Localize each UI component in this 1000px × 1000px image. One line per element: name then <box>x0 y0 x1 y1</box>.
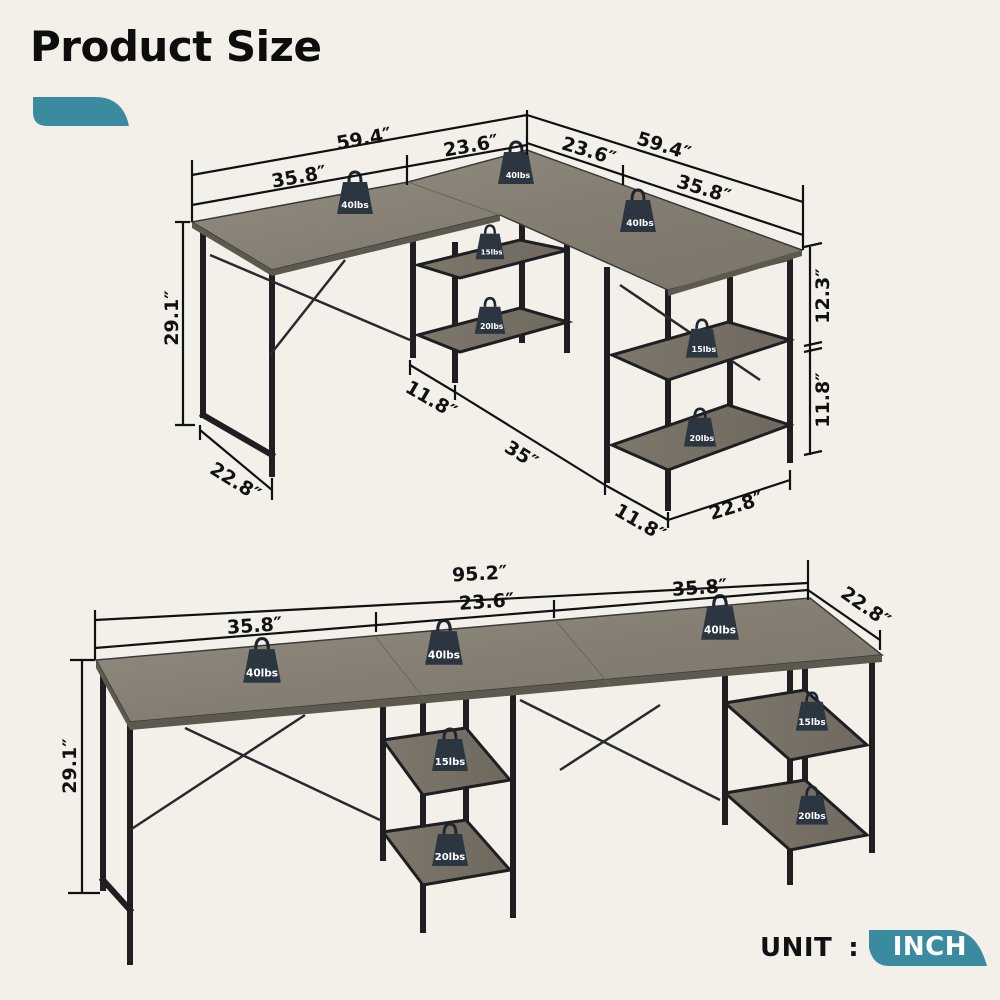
l-shape-desk: 40lbs 40lbs 40lbs 15lbs 20lbs 15lbs 20lb… <box>161 110 834 546</box>
dim-lower-shelf-gap: 11.8″ <box>812 372 834 428</box>
weight-label: 40lbs <box>506 171 531 180</box>
weight-label: 15lbs <box>798 718 825 728</box>
dim-shelf-inner: 11.8″ <box>402 376 461 423</box>
weight-label: 15lbs <box>435 757 466 768</box>
dim-total-left: 59.4″ <box>335 123 394 154</box>
weight-label: 40lbs <box>626 219 653 229</box>
weight-label: 40lbs <box>246 667 278 679</box>
unit-label: UNIT <box>760 933 833 963</box>
unit-value: INCH <box>892 932 967 962</box>
dim-depth: 22.8″ <box>836 582 894 632</box>
unit-value-badge: INCH <box>868 930 987 966</box>
dim-total-right: 59.4″ <box>634 128 694 165</box>
dim-depth-left: 22.8″ <box>206 458 265 506</box>
weight-label: 20lbs <box>689 433 714 443</box>
title-accent-bar <box>33 97 129 126</box>
dim-depth-right: 22.8″ <box>707 488 767 525</box>
weight-label: 20lbs <box>480 322 504 331</box>
dim-middle-desk: 23.6″ <box>458 589 515 615</box>
straight-desk: 40lbs 40lbs 40lbs 15lbs 20lbs 15lbs 20lb… <box>59 560 895 965</box>
dim-left-desk: 35.8″ <box>226 613 283 639</box>
weight-label: 15lbs <box>691 344 716 354</box>
weight-label: 20lbs <box>435 852 466 863</box>
weight-label: 20lbs <box>798 812 825 822</box>
dim-right-desk: 35.8″ <box>671 575 728 601</box>
weight-label: 40lbs <box>428 649 460 661</box>
dim-shelf-outer: 11.8″ <box>611 499 670 546</box>
weight-label: 40lbs <box>341 201 368 211</box>
dim-upper-shelf-gap: 12.3″ <box>812 268 834 324</box>
unit-indicator: UNIT : INCH <box>760 930 987 966</box>
weight-label: 15lbs <box>481 247 503 256</box>
dim-height: 29.1″ <box>161 290 183 346</box>
dim-desk-left: 35.8″ <box>270 161 329 192</box>
dim-corner-left: 23.6″ <box>442 130 501 161</box>
weight-label: 40lbs <box>704 624 736 636</box>
page-title: Product Size <box>30 22 322 71</box>
dim-height: 29.1″ <box>59 738 81 794</box>
dim-total-width: 95.2″ <box>451 562 508 587</box>
unit-separator: : <box>848 933 859 963</box>
